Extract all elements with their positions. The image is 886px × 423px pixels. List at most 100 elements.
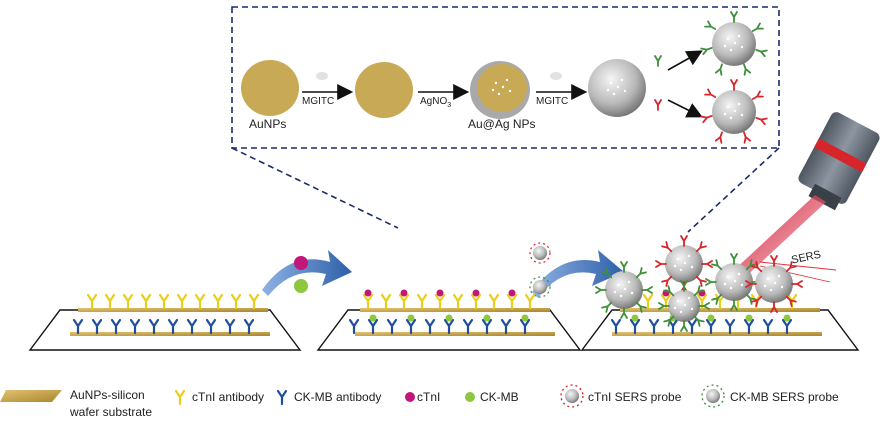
ckmb-antibody: [348, 318, 360, 335]
ckmb-antibody: [129, 318, 141, 335]
legend-ckmb-probe-icon: [701, 384, 725, 408]
ckmb-antibody: [462, 318, 474, 335]
zoom-line-right: [687, 147, 780, 233]
ctni-antibody: [194, 293, 206, 310]
mgitc-label-1: MGITC: [302, 96, 334, 107]
ctni-antibody: [470, 293, 482, 310]
ckmb-antibody: [481, 318, 493, 335]
mgitc-molecule-2: [550, 72, 562, 80]
legend-ckmb-probe: CK-MB SERS probe: [730, 390, 839, 404]
ctni-sers-probe: [655, 235, 713, 293]
ckmb-antibody: [243, 318, 255, 335]
ckmb-antibody: [148, 318, 160, 335]
flow-arrow-2: [532, 250, 624, 298]
ckmb-sers-probe: [705, 253, 763, 311]
ckmb-antibody: [781, 318, 793, 335]
ctni-antibody: [158, 293, 170, 310]
ctni-sers-probe: [745, 255, 803, 313]
legend-substrate-line2: wafer substrate: [69, 405, 152, 419]
legend-ctni: cTnI: [417, 390, 440, 404]
legend-ckmb-antibody-icon: [276, 389, 288, 406]
legend-substrate-icon: [0, 390, 62, 402]
captured-ctni: [400, 289, 408, 297]
captured-ckmb: [445, 314, 453, 322]
ckmb-antibody: [500, 318, 512, 335]
ctni-sers-probe-large: [700, 79, 768, 144]
ckmb-antibody: [224, 318, 236, 335]
ctni-antibody: [86, 293, 98, 310]
ctni-analyte-icon: [294, 256, 308, 270]
sers-signal-line: [759, 261, 837, 271]
legend-ckmb: CK-MB: [480, 390, 519, 404]
ctni-antibody: [248, 293, 260, 310]
ckmb-antibody-reagent-icon: [654, 55, 662, 67]
aunps-label: AuNPs: [249, 117, 286, 131]
ctni-antibody: [642, 293, 654, 310]
captured-ckmb: [407, 314, 415, 322]
ckmb-antibody: [762, 318, 774, 335]
ckmb-probe-reagent-icon: [529, 276, 551, 298]
ctni-antibody: [488, 293, 500, 310]
ctni-antibody: [122, 293, 134, 310]
substrate-1: [28, 308, 302, 351]
captured-ctni: [472, 289, 480, 297]
ctni-antibody: [140, 293, 152, 310]
substrate-2: [316, 308, 582, 351]
ctni-antibody: [416, 293, 428, 310]
mgitc-label-2: MGITC: [536, 96, 568, 107]
legend-ctni-probe-icon: [560, 384, 584, 408]
ckmb-antibody: [424, 318, 436, 335]
ckmb-analyte-icon: [294, 279, 308, 293]
ctni-antibody: [362, 293, 374, 310]
ckmb-antibody: [686, 318, 698, 335]
captured-ctni: [436, 289, 444, 297]
ctni-antibody: [230, 293, 242, 310]
ckmb-sers-probe: [658, 280, 710, 332]
ckmb-antibody: [610, 318, 622, 335]
ckmb-sers-probe-large: [700, 11, 768, 76]
flow-arrow-1: [262, 250, 352, 296]
aunp-mgitc-particle: [355, 62, 413, 118]
laser-beam: [732, 195, 826, 282]
captured-ckmb: [369, 314, 377, 322]
ckmb-antibody: [167, 318, 179, 335]
ckmb-antibody: [629, 318, 641, 335]
ctni-antibody: [506, 293, 518, 310]
substrate-3: [580, 308, 860, 351]
ckmb-antibody: [705, 318, 717, 335]
legend-ckmb-icon: [465, 392, 475, 402]
agno3-label: AgNO3: [420, 96, 451, 109]
legend-ctni-antibody: cTnI antibody: [192, 390, 264, 404]
captured-ckmb: [783, 314, 791, 322]
captured-ckmb: [483, 314, 491, 322]
ctni-antibody: [398, 293, 410, 310]
ckmb-antibody: [72, 318, 84, 335]
ctni-antibody: [380, 293, 392, 310]
ckmb-antibody: [648, 318, 660, 335]
captured-probes: [595, 235, 803, 332]
legend-substrate-line1: AuNPs-silicon: [70, 388, 145, 402]
captured-ckmb: [707, 314, 715, 322]
auag-label: Au@Ag NPs: [468, 117, 536, 131]
ckmb-antibody: [367, 318, 379, 335]
captured-ckmb: [521, 314, 529, 322]
captured-ckmb: [745, 314, 753, 322]
captured-ctni: [508, 289, 516, 297]
ctni-antibody-reagent-icon: [654, 99, 662, 111]
ckmb-antibody: [743, 318, 755, 335]
ctni-antibody: [452, 293, 464, 310]
ckmb-sers-probe: [595, 261, 653, 319]
ckmb-antibody: [386, 318, 398, 335]
ckmb-antibody: [110, 318, 122, 335]
raman-detector-icon: [798, 112, 880, 211]
legend-ckmb-antibody: CK-MB antibody: [294, 390, 381, 404]
sers-label: SERS: [790, 249, 822, 267]
arrow-to-ckmb-probe: [667, 50, 703, 71]
ctni-probe-reagent-icon: [529, 242, 551, 264]
zoom-line-left: [231, 147, 399, 229]
ctni-antibody: [176, 293, 188, 310]
ctni-antibody: [212, 293, 224, 310]
ckmb-antibody: [205, 318, 217, 335]
captured-ckmb: [631, 314, 639, 322]
